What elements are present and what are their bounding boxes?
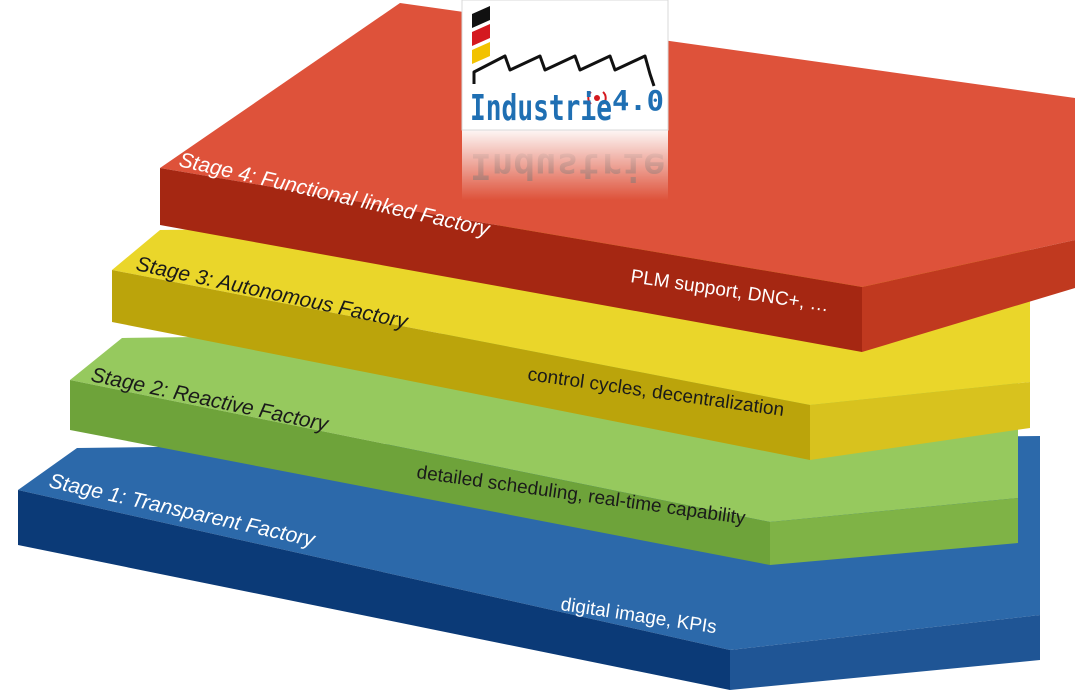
stage-3-right-face	[810, 382, 1030, 460]
stage-4-right-face	[862, 240, 1075, 352]
logo-version: 4.0	[612, 84, 664, 117]
stage-2-front-face	[70, 380, 770, 565]
logo-flag-black-stripe	[472, 6, 490, 28]
stage-1-front-face	[18, 490, 730, 690]
stage-4-front-face	[160, 168, 862, 352]
logo-wireless-icon	[587, 91, 607, 105]
logo-card	[461, 0, 669, 131]
logo-factory-roof	[472, 54, 656, 87]
logo-flag-red-stripe	[472, 24, 490, 46]
industrie-4-0-logo: Industrie Industrie 4.0	[461, 0, 669, 200]
logo-flag-gold-stripe	[472, 42, 490, 64]
logo-reflection: Industrie	[462, 130, 668, 200]
logo-reflection-word: Industrie	[470, 145, 665, 186]
logo-wordmark: Industrie	[470, 88, 612, 129]
stage-1-right-face	[730, 615, 1040, 690]
stage-2-right-face	[770, 498, 1018, 565]
stage-3-front-face	[112, 270, 810, 460]
